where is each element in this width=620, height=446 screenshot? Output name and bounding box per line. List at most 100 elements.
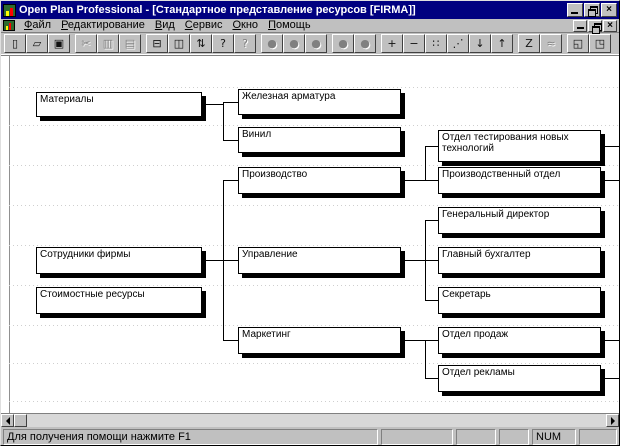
shape-button-5[interactable]: ●	[354, 33, 376, 53]
scroll-left-button[interactable]	[1, 414, 14, 427]
window-layout-button-1[interactable]: ◱	[567, 33, 589, 53]
mdi-minimize-button[interactable]	[573, 19, 587, 32]
status-panel	[381, 429, 453, 445]
resource-node-production[interactable]: Производство	[238, 167, 401, 194]
app-icon	[3, 3, 16, 17]
connector-line	[425, 180, 438, 181]
z-order-button[interactable]: Z	[518, 33, 540, 53]
menu-edit[interactable]: Редактирование	[61, 19, 145, 31]
paste-button[interactable]: ▤	[119, 33, 141, 53]
scrollbar-thumb[interactable]	[14, 414, 27, 427]
resource-node-marketing[interactable]: Маркетинг	[238, 327, 401, 354]
window-title: Open Plan Professional - [Стандартное пр…	[19, 4, 416, 16]
add-button[interactable]: +	[381, 33, 403, 53]
move-down-button[interactable]: ↓	[469, 33, 491, 53]
page-boundary-line	[9, 56, 10, 413]
menu-file[interactable]: Файл	[24, 19, 52, 31]
circle-icon: ●	[311, 36, 321, 50]
resource-node-ads-dept[interactable]: Отдел рекламы	[438, 365, 601, 392]
minimize-button[interactable]	[567, 3, 583, 17]
preview-icon: ◫	[173, 36, 185, 50]
resource-node-materials[interactable]: Материалы	[36, 92, 202, 117]
resource-node-staff[interactable]: Сотрудники фирмы	[36, 247, 202, 274]
connector-line	[425, 378, 438, 379]
mdi-restore-button[interactable]	[588, 19, 602, 34]
resource-node-ceo[interactable]: Генеральный директор	[438, 207, 601, 234]
connector-line	[223, 340, 238, 341]
row-guide	[9, 245, 619, 246]
menu-view[interactable]: Вид	[154, 19, 175, 31]
resource-node-sales-dept[interactable]: Отдел продаж	[438, 327, 601, 354]
help-cursor-icon: ?	[242, 36, 248, 50]
open-button[interactable]: ▱	[26, 33, 48, 53]
connector-line	[425, 260, 438, 261]
shape-button-3[interactable]: ●	[305, 33, 327, 53]
shape-button-2[interactable]: ●	[283, 33, 305, 53]
resource-node-management[interactable]: Управление	[238, 247, 401, 274]
status-panel	[499, 429, 529, 445]
help-button[interactable]: ?	[212, 33, 234, 53]
menu-help[interactable]: Помощь	[268, 19, 311, 31]
close-button[interactable]: ×	[601, 3, 617, 17]
remove-button[interactable]: −	[403, 33, 425, 53]
circle-icon: ●	[338, 36, 348, 50]
print-preview-button[interactable]: ◫	[168, 33, 190, 53]
steps-button[interactable]: ⋰	[447, 33, 469, 53]
resource-node-test-dept[interactable]: Отдел тестирования новых технологий	[438, 130, 601, 162]
connector-line	[425, 220, 438, 221]
update-button[interactable]: ⇅	[190, 33, 212, 53]
window-layout-button-2[interactable]: ◳	[589, 33, 611, 53]
window-pane-icon: ◱	[572, 36, 584, 50]
toolbar: ▯ ▱ ▣ ✂ ▥ ▤ ⊟ ◫ ⇅ ? ? ● ● ● ● ● + − ∷	[1, 33, 619, 55]
resource-node-vinyl[interactable]: Винил	[238, 127, 401, 153]
minimize-icon	[577, 26, 584, 29]
connector-line	[425, 146, 426, 181]
menu-bar: Файл Редактирование Вид Сервис Окно Помо…	[1, 19, 619, 34]
document-icon	[3, 20, 15, 31]
context-help-button[interactable]: ?	[234, 33, 256, 53]
resource-node-chief-accountant[interactable]: Главный бухгалтер	[438, 247, 601, 274]
copy-button[interactable]: ▥	[97, 33, 119, 53]
cut-button[interactable]: ✂	[75, 33, 97, 53]
restore-icon	[588, 6, 598, 17]
floppy-disk-icon: ▣	[53, 36, 65, 50]
circle-icon: ●	[267, 36, 277, 50]
menu-window[interactable]: Окно	[232, 19, 259, 31]
connector-line	[425, 300, 438, 301]
connector-line	[425, 146, 438, 147]
horizontal-scrollbar[interactable]	[1, 413, 619, 427]
scroll-right-button[interactable]	[606, 414, 619, 427]
resource-node-iron[interactable]: Железная арматура	[238, 89, 401, 115]
clipboard-icon: ▤	[124, 36, 136, 50]
resource-node-cost[interactable]: Стоимостные ресурсы	[36, 287, 202, 314]
arrow-right-icon	[610, 416, 615, 425]
circle-icon: ●	[289, 36, 299, 50]
print-button[interactable]: ⊟	[146, 33, 168, 53]
wave-button[interactable]: ≈	[540, 33, 562, 53]
connector-line	[202, 260, 223, 261]
restore-button[interactable]	[584, 3, 600, 17]
copy-icon: ▥	[102, 36, 114, 50]
status-panel	[579, 429, 617, 445]
row-guide	[9, 205, 619, 206]
connector-line	[202, 104, 223, 105]
connector-line	[605, 378, 619, 379]
link-button[interactable]: ∷	[425, 33, 447, 53]
up-down-arrows-icon: ⇅	[196, 36, 206, 50]
new-button[interactable]: ▯	[4, 33, 26, 53]
resource-node-production-dept[interactable]: Производственный отдел	[438, 167, 601, 194]
shape-button-1[interactable]: ●	[261, 33, 283, 53]
resource-node-secretary[interactable]: Секретарь	[438, 287, 601, 314]
open-folder-icon: ▱	[32, 36, 42, 50]
move-up-button[interactable]: ↑	[491, 33, 513, 53]
menu-service[interactable]: Сервис	[184, 19, 223, 31]
wave-icon: ≈	[546, 36, 556, 50]
resource-hierarchy-canvas[interactable]: Материалы Железная арматура Винил Произв…	[1, 55, 619, 413]
arrow-down-icon: ↓	[475, 36, 485, 50]
mdi-close-button[interactable]: ×	[603, 19, 617, 32]
save-button[interactable]: ▣	[48, 33, 70, 53]
row-guide	[9, 401, 619, 402]
connector-line	[401, 260, 425, 261]
shape-button-4[interactable]: ●	[332, 33, 354, 53]
